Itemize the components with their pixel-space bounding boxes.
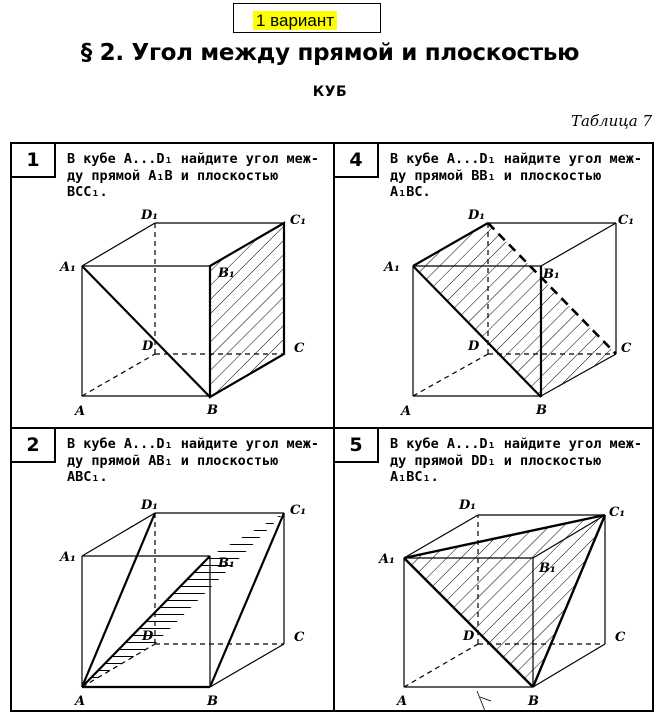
task-text: В кубе A...D₁ найдите угол меж- ду прямо… bbox=[390, 151, 650, 201]
line-bc1 bbox=[208, 512, 286, 688]
task-text-line: ду прямой A₁B и плоскостью bbox=[67, 167, 279, 184]
vertex-label: D₁ bbox=[140, 208, 158, 223]
task-number: 4 bbox=[335, 144, 379, 178]
vertex-label: A bbox=[399, 404, 411, 419]
edge-bc bbox=[532, 643, 606, 688]
task-panel-2: 2 В кубе A...D₁ найдите угол меж- ду пря… bbox=[12, 429, 334, 713]
vertex-label: B₁ bbox=[542, 267, 560, 282]
vertex-label: D₁ bbox=[140, 498, 158, 513]
table-divider-horizontal bbox=[10, 427, 654, 429]
task-text-line: ду прямой AB₁ и плоскостью bbox=[67, 452, 279, 469]
vertex-label: C₁ bbox=[290, 503, 306, 518]
vertex-label: A bbox=[73, 404, 85, 419]
page-subtitle: КУБ bbox=[312, 84, 348, 100]
vertex-label: D₁ bbox=[458, 498, 476, 513]
plane-bcc1 bbox=[210, 223, 284, 397]
vertex-label: A₁ bbox=[377, 552, 395, 567]
pen-mark bbox=[479, 696, 492, 702]
edge-ad bbox=[81, 353, 156, 397]
pen-mark bbox=[476, 690, 486, 712]
table-label: Таблица 7 bbox=[570, 112, 652, 130]
edge-bc bbox=[209, 643, 285, 688]
task-panel-5: 5 В кубе A...D₁ найдите угол меж- ду пря… bbox=[335, 429, 657, 713]
vertex-label: C₁ bbox=[609, 505, 625, 520]
vertex-label: D bbox=[141, 629, 154, 644]
vertex-label: C bbox=[294, 630, 305, 645]
task-panel-4: 4 В кубе A...D₁ найдите угол меж- ду пря… bbox=[335, 144, 657, 428]
vertex-label: A₁ bbox=[58, 550, 76, 565]
vertex-label: C bbox=[615, 630, 626, 645]
task-text-line: A₁BC. bbox=[390, 184, 431, 200]
vertex-label: B₁ bbox=[217, 266, 235, 281]
line-ad1 bbox=[80, 512, 157, 688]
line-a1c1 bbox=[403, 513, 606, 560]
task-text-line: BCC₁. bbox=[67, 184, 108, 200]
vertex-label: C₁ bbox=[290, 213, 306, 228]
variant-label: 1 вариант bbox=[253, 11, 338, 30]
line-a1b bbox=[403, 557, 534, 688]
task-text-line: В кубе A...D₁ найдите угол меж- bbox=[390, 151, 642, 167]
page-title: § 2. Угол между прямой и плоскостью bbox=[80, 40, 580, 66]
task-text-line: В кубе A...D₁ найдите угол меж- bbox=[67, 436, 319, 452]
vertex-label: A₁ bbox=[382, 260, 400, 275]
edge-b1c1 bbox=[540, 222, 617, 267]
task-number: 1 bbox=[12, 144, 56, 178]
task-panel-1: 1 В кубе A...D₁ найдите угол меж- ду пря… bbox=[12, 144, 334, 428]
task-text-line: ду прямой DD₁ и плоскостью bbox=[390, 452, 602, 469]
cube-figure: A₁ D₁ C₁ B₁ D C A B bbox=[58, 498, 306, 709]
task-text-line: A₁BC₁. bbox=[390, 469, 439, 485]
task-number: 2 bbox=[12, 429, 56, 463]
edge-a1d1 bbox=[81, 222, 156, 267]
edge-a1d1 bbox=[81, 512, 156, 557]
edge-ad bbox=[412, 353, 489, 397]
line-a1b bbox=[81, 265, 211, 398]
vertex-label: A₁ bbox=[58, 260, 76, 275]
vertex-label: B bbox=[535, 403, 547, 418]
edge-a1d1 bbox=[412, 222, 489, 267]
vertex-label: B bbox=[206, 403, 218, 418]
task-text: В кубе A...D₁ найдите угол меж- ду прямо… bbox=[390, 436, 650, 486]
task-text-line: ABC₁. bbox=[67, 469, 108, 485]
vertex-label: D bbox=[467, 339, 480, 354]
task-text: В кубе A...D₁ найдите угол меж- ду прямо… bbox=[67, 151, 327, 201]
task-number: 5 bbox=[335, 429, 379, 463]
vertex-label: D₁ bbox=[467, 208, 485, 223]
vertex-label: B₁ bbox=[217, 556, 235, 571]
vertex-label: D bbox=[462, 629, 475, 644]
vertex-label: D bbox=[141, 339, 154, 354]
plane-abc1 bbox=[82, 513, 284, 687]
task-text-line: ду прямой BB₁ и плоскостью bbox=[390, 167, 602, 184]
vertex-label: B₁ bbox=[538, 561, 556, 576]
line-d1c bbox=[487, 222, 617, 355]
task-text-line: В кубе A...D₁ найдите угол меж- bbox=[67, 151, 319, 167]
line-a1b bbox=[412, 265, 542, 398]
cube-figure: A₁ D₁ C₁ B₁ D C A B bbox=[377, 498, 626, 712]
edge-a1d1 bbox=[403, 514, 479, 559]
vertex-label: C₁ bbox=[618, 213, 634, 228]
edge-bc bbox=[540, 353, 617, 397]
task-text: В кубе A...D₁ найдите угол меж- ду прямо… bbox=[67, 436, 327, 486]
vertex-label: C bbox=[294, 341, 305, 356]
line-bc1 bbox=[531, 514, 607, 688]
cube-figure: A₁ D₁ C₁ B₁ D C A B bbox=[58, 208, 306, 419]
vertex-label: C bbox=[621, 341, 632, 356]
line-ab1 bbox=[81, 555, 211, 688]
edge-b1c1 bbox=[532, 514, 606, 559]
cube-figure: A₁ D₁ C₁ B₁ D C A B bbox=[382, 208, 634, 419]
edge-ad bbox=[403, 643, 479, 688]
task-text-line: В кубе A...D₁ найдите угол меж- bbox=[390, 436, 642, 452]
variant-box: 1 вариант bbox=[233, 3, 381, 33]
